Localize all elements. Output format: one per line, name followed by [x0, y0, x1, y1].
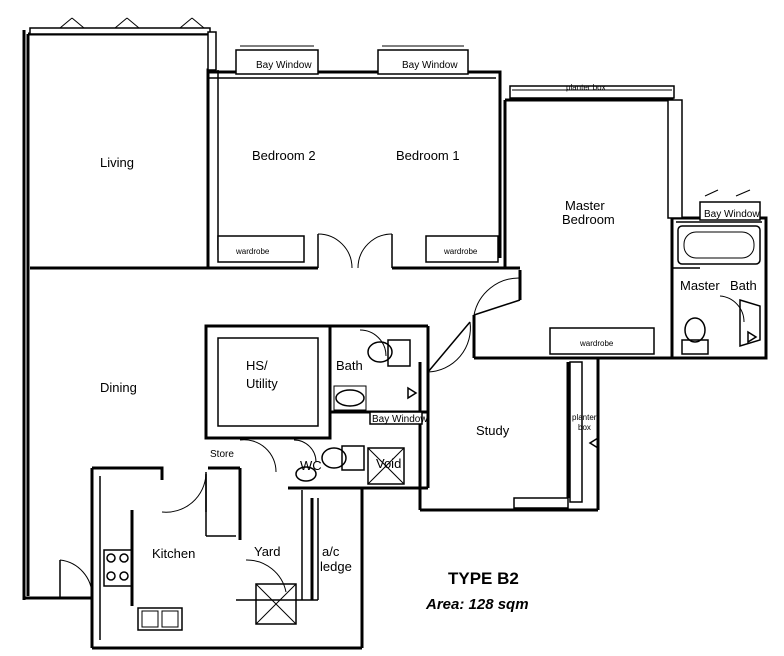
room-labels: Living Dining Bedroom 2 Bedroom 1 Master…	[100, 148, 757, 574]
bath-label: Bath	[336, 358, 363, 373]
planter-box-vertical-label-2: box	[578, 423, 591, 432]
wardrobes	[217, 235, 655, 355]
bay-window-bedroom2-label: Bay Window	[256, 60, 312, 71]
bay-window-bedroom1-label: Bay Window	[402, 60, 458, 71]
hs-utility-label-line1: HS/	[246, 358, 268, 373]
ac-ledge-label-line1: a/c	[322, 544, 340, 559]
master-bath-label-left: Master	[680, 278, 720, 293]
wardrobe-master-label: wardrobe	[579, 339, 614, 348]
master-bath-label-right: Bath	[730, 278, 757, 293]
planter-box-label: planter box	[566, 83, 606, 92]
plan-title-block: TYPE B2 Area: 128 sqm	[425, 569, 529, 613]
plan-area-label: Area: 128 sqm	[425, 596, 529, 613]
bay-window-master-label: Bay Window	[704, 209, 760, 220]
hs-utility-label-line2: Utility	[246, 376, 278, 391]
master-bedroom-label-line2: Bedroom	[562, 212, 615, 227]
plan-type-label: TYPE B2	[448, 569, 519, 588]
yard-label: Yard	[254, 544, 281, 559]
bedroom2-label: Bedroom 2	[252, 148, 316, 163]
study-label: Study	[476, 423, 510, 438]
wardrobe-bedroom1-label: wardrobe	[443, 247, 478, 256]
wardrobe-bedroom2-label: wardrobe	[235, 247, 270, 256]
fixtures	[103, 225, 761, 631]
doors	[161, 233, 745, 593]
dining-label: Dining	[100, 380, 137, 395]
annotation-labels: Bay Window Bay Window Bay Window Bay Win…	[235, 60, 760, 432]
store-label: Store	[210, 449, 234, 460]
bedroom1-label: Bedroom 1	[396, 148, 460, 163]
planter-box-vertical-label-1: planter	[572, 413, 597, 422]
ac-ledge-label-line2: ledge	[320, 559, 352, 574]
void-label: Void	[376, 456, 401, 471]
kitchen-label: Kitchen	[152, 546, 195, 561]
bay-window-study-label: Bay Window	[372, 414, 428, 425]
master-bedroom-label-line1: Master	[565, 198, 605, 213]
wc-label: WC	[300, 458, 322, 473]
windows	[29, 17, 761, 598]
living-label: Living	[100, 155, 134, 170]
